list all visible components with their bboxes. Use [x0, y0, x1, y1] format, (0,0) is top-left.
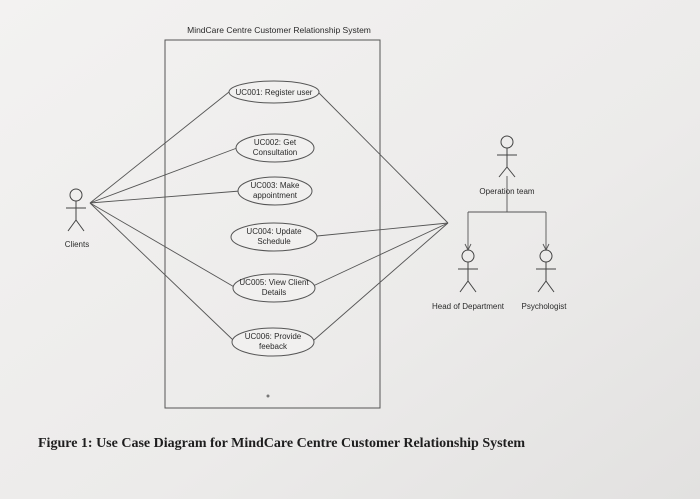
use-case-uc002[interactable]: UC002: Get Consultation — [235, 133, 315, 163]
use-case-label: UC002: Get — [254, 138, 297, 147]
use-case-uc005[interactable]: UC005: View Client Details — [232, 273, 316, 303]
system-title: MindCare Centre Customer Relationship Sy… — [187, 25, 371, 35]
use-case-label: Consultation — [253, 148, 297, 157]
system-boundary — [164, 39, 381, 409]
use-case-label: UC004: Update — [246, 227, 302, 236]
use-case-uc006[interactable]: UC006: Provide feeback — [231, 327, 315, 357]
actor-hierarchy — [464, 176, 550, 252]
operation-associations — [312, 91, 449, 341]
actor-psychologist[interactable] — [536, 249, 556, 293]
actor-label-psychologist: Psychologist — [522, 302, 568, 311]
use-case-label: UC001: Register user — [236, 88, 313, 97]
use-case-uc004[interactable]: UC004: Update Schedule — [230, 222, 318, 252]
actor-label-operation-team: Operation team — [479, 187, 534, 196]
actor-operation-team[interactable] — [497, 135, 517, 178]
use-case-label: feeback — [259, 342, 288, 351]
client-associations — [89, 91, 241, 341]
use-case-label: appointment — [253, 191, 298, 200]
use-case-label: Schedule — [257, 237, 291, 246]
use-case-label: UC003: Make — [251, 181, 300, 190]
actor-label-head-of-department: Head of Department — [432, 302, 505, 311]
actor-head-of-department[interactable] — [458, 249, 478, 293]
use-case-label: UC005: View Client — [239, 278, 309, 287]
actor-clients[interactable] — [66, 188, 86, 232]
actor-label-clients: Clients — [65, 240, 89, 249]
use-case-uc003[interactable]: UC003: Make appointment — [237, 176, 313, 206]
figure-caption: Figure 1: Use Case Diagram for MindCare … — [38, 436, 526, 451]
use-case-label: UC006: Provide — [245, 332, 302, 341]
decoration-dot — [266, 394, 270, 398]
use-case-label: Details — [262, 288, 286, 297]
use-case-uc001[interactable]: UC001: Register user — [228, 80, 320, 104]
